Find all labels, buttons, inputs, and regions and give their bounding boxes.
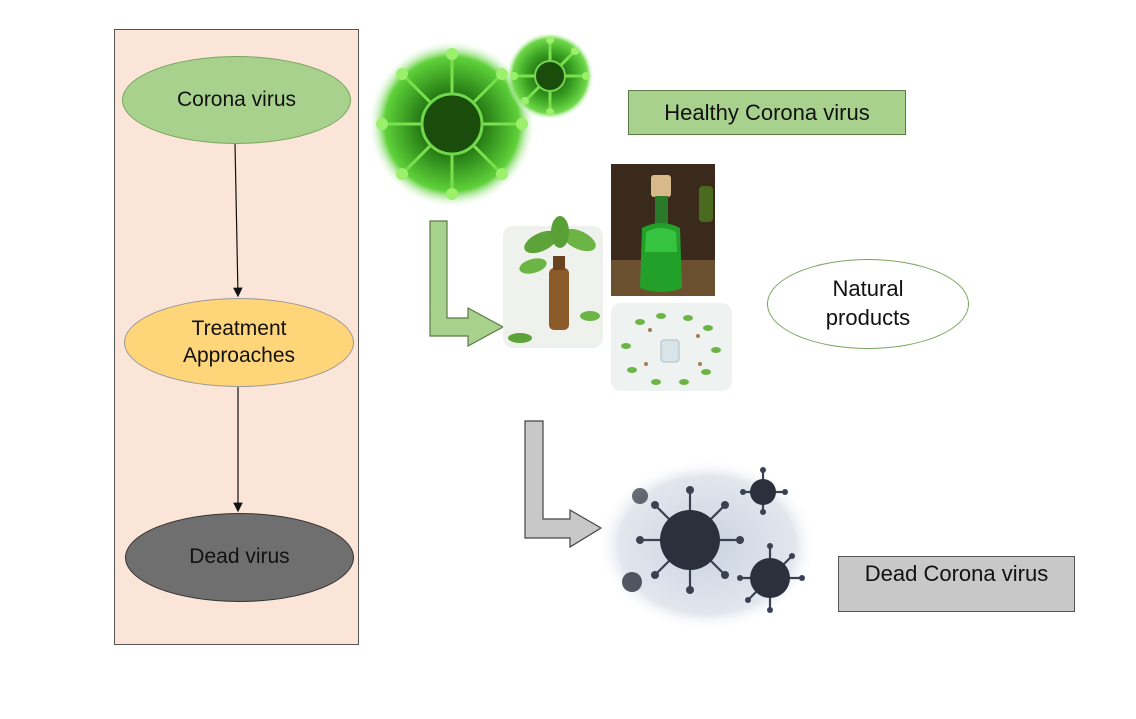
corona-virus-node: Corona virus [122, 56, 351, 144]
green-bent-arrow [429, 220, 505, 348]
natural-products-label: Natural products [767, 259, 969, 349]
arrow-corona-to-treatment [233, 142, 243, 298]
healthy-corona-virus-label: Healthy Corona virus [628, 90, 906, 135]
dead-virus-image [597, 459, 817, 631]
dead-virus-node-label: Dead virus [189, 545, 290, 569]
treatment-approaches-node-label: Treatment Approaches [182, 317, 296, 367]
dead-virus-node: Dead virus [125, 513, 354, 602]
healthy-virus-image [368, 32, 594, 208]
treatment-approaches-node: Treatment Approaches [124, 298, 354, 387]
natural-products-images [503, 164, 732, 391]
gray-bent-arrow [524, 420, 603, 549]
corona-virus-node-label: Corona virus [176, 87, 297, 111]
dead-corona-virus-label: Dead Corona virus [838, 556, 1075, 612]
